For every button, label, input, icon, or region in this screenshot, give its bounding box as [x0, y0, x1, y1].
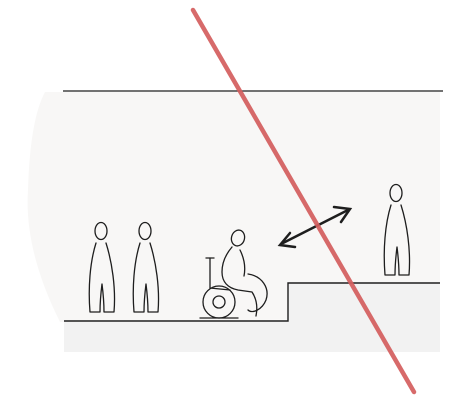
- lower-floor: [64, 322, 290, 352]
- raised-step-block: [288, 284, 440, 352]
